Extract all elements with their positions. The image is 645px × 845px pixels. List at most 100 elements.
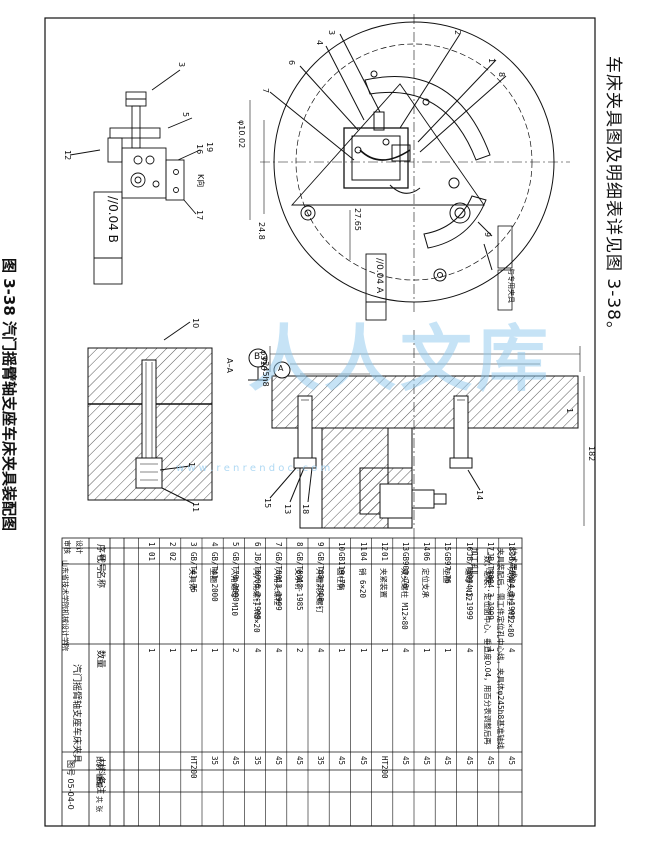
tolerance-frame-a: [365, 253, 387, 321]
bom-cell: 4: [210, 542, 220, 547]
figure-caption: 图 3-38 汽门摇臂轴支座车床夹具装配图: [0, 258, 18, 531]
callout-number: 2: [453, 30, 462, 36]
bom-cell: 01: [379, 552, 389, 562]
callout-number: 6: [287, 60, 296, 66]
bom-cell: 六角头螺栓 M12×80: [506, 568, 515, 638]
bom-header-cell: 材料: [95, 758, 105, 777]
bom-cell: 1: [485, 648, 495, 653]
bom-cell: 1: [189, 648, 198, 653]
bom-cell: 45: [443, 756, 453, 766]
callout-number: 13: [283, 504, 292, 515]
callout-number: 3: [177, 62, 186, 68]
bom-cell: 45: [295, 756, 304, 766]
bom-cell: 45: [273, 756, 283, 766]
dim-245: φ245h8: [261, 356, 270, 387]
dim-1002: φ10.02: [237, 120, 246, 149]
watermark-main: 人人文库: [248, 317, 553, 401]
bom-cell: 18: [507, 542, 516, 552]
bom-cell: 45: [464, 756, 474, 766]
callout-number: 17: [195, 210, 204, 221]
bom-cell: 4: [273, 648, 283, 653]
bom-header-cell: 数量: [95, 650, 105, 669]
bom-cell: 7: [273, 542, 283, 547]
bom-header-cell: 备注: [95, 776, 105, 795]
bom-cell: 4: [464, 648, 474, 653]
bom-cell: 1: [379, 648, 389, 653]
callout-number: 12: [63, 150, 72, 161]
bom-cell: 45: [358, 756, 368, 766]
bom-cell: 45: [485, 756, 495, 766]
view-k-label: K向: [196, 174, 205, 188]
title-block-school: 山东省技术学院机械设计学院: [61, 560, 69, 651]
title-design-label: 设计: [75, 540, 83, 554]
bom-cell: 35: [316, 756, 326, 766]
bom-cell: 压板: [484, 568, 494, 583]
bom-cell: 13: [401, 542, 410, 552]
bom-cell: 1: [337, 648, 347, 653]
bom-cell: 6: [252, 542, 262, 547]
bom-cell: 4: [507, 648, 516, 653]
bom-cell: 双头螺柱 M12×80: [400, 568, 409, 630]
callout-number: 4: [315, 40, 324, 46]
bom-cell: HT200: [189, 756, 198, 779]
bom-cell: 01: [146, 552, 156, 562]
bom-cell: 4: [316, 648, 326, 653]
callout-number: 14: [475, 490, 484, 501]
bom-cell: 2: [295, 648, 304, 653]
k-view-detail: [69, 69, 201, 215]
bom-cell: 销 6×20: [357, 568, 367, 599]
callout-number: 1: [487, 58, 496, 64]
top-view-circular: [249, 14, 570, 312]
bom-cell: 3: [189, 542, 198, 547]
tol-a-text: //0.04 A: [374, 258, 384, 294]
bom-cell: 六角头螺栓: [272, 568, 282, 606]
workpiece-labels: [497, 225, 513, 311]
bom-cell: 1: [422, 648, 432, 653]
callout-number: 10: [191, 318, 200, 329]
section-a-a: [87, 321, 213, 505]
callout-number: 16: [195, 144, 204, 155]
bom-cell: 35: [210, 756, 220, 766]
callout-number: 19: [205, 142, 214, 153]
callout-number: 1: [187, 462, 196, 468]
tol-b-text: //0.04 B: [106, 196, 120, 243]
side-heading: 车床夹具图及明细表详见图 3-38。: [603, 56, 623, 339]
bom-cell: 5: [231, 542, 241, 547]
bom-row-lines: [138, 538, 500, 826]
bom-cell: 45: [401, 756, 410, 766]
bom-cell: 02: [167, 552, 177, 562]
bom-cell: 六角螺母 M10: [230, 568, 240, 617]
bom-cell: 支承钉: [294, 568, 303, 591]
datum-b-label: B: [254, 352, 261, 362]
bom-cell: 10: [337, 542, 347, 552]
bom-cell: 4: [252, 648, 262, 653]
bom-cell: 1: [443, 648, 453, 653]
bom-cell: 圆柱销: [336, 568, 346, 591]
title-block-name: 汽门摇臂轴支座车床夹具: [71, 664, 81, 764]
watermark-url: w w w . r e n r e n d o c . c o m: [176, 463, 331, 474]
note-a: 与专用夹具: [507, 268, 515, 303]
bom-cell: 内六角螺钉 M8×20: [251, 568, 261, 633]
section-label: A–A: [225, 358, 234, 373]
bom-cell: 8: [295, 542, 304, 547]
title-block-drawing-no: 图号 05-04-0: [66, 760, 75, 810]
callout-number: 5: [181, 112, 190, 118]
bom-cell: 16: [464, 542, 474, 552]
bom-cell: 06: [422, 552, 432, 562]
dim-248: 24.8: [257, 222, 266, 240]
callout-number: 9: [483, 232, 492, 238]
bom-cell: 12: [379, 542, 389, 552]
bom-cell: 垫圈: [209, 568, 219, 583]
bom-cell: 定位支承: [421, 568, 431, 598]
bom-cell: 1: [146, 648, 156, 653]
tolerance-frame-k: [93, 191, 123, 285]
bom-header-cell: 名称: [95, 570, 105, 589]
bom-cell: 45: [507, 756, 516, 766]
dash-label: 1: [565, 408, 574, 414]
front-section-view: [248, 330, 585, 540]
bom-cell: 开槽沉头螺钉: [315, 568, 325, 613]
bom-cell: 15: [443, 542, 453, 552]
bom-cell: 2: [231, 648, 241, 653]
bom-cell: 4: [401, 648, 410, 653]
bom-cell: 夹具体: [188, 568, 197, 591]
